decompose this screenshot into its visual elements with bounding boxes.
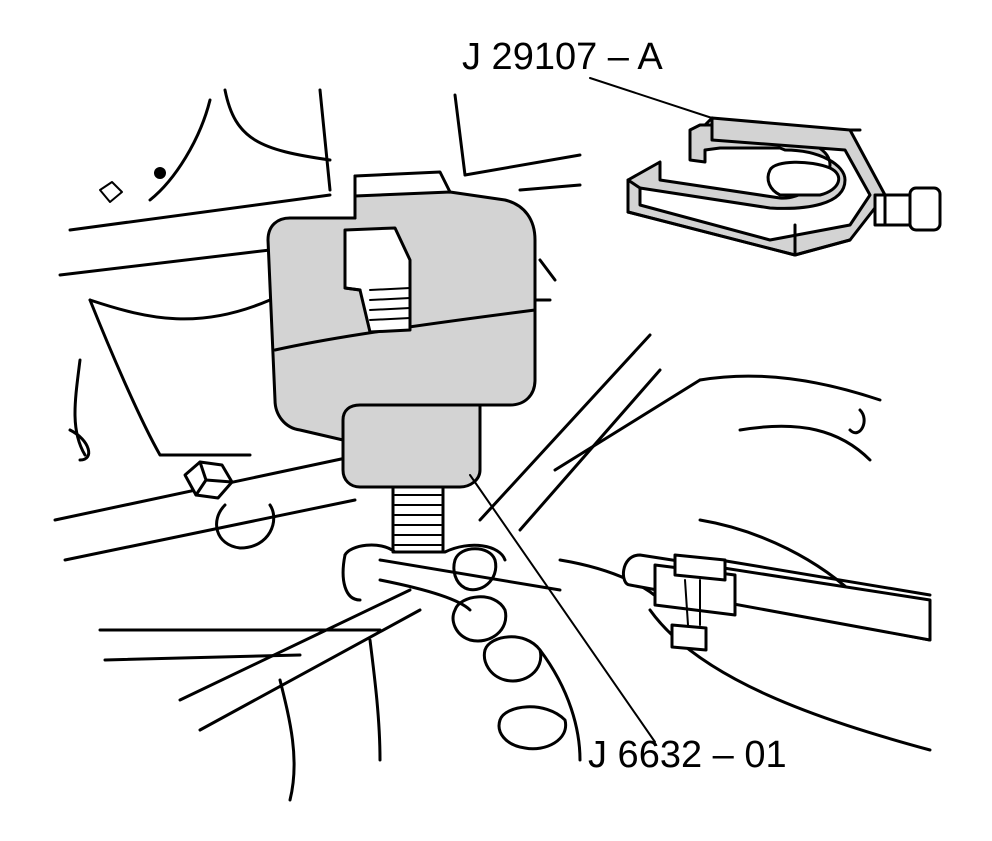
control-arm [53, 333, 932, 762]
separator-tool-j29107 [626, 116, 942, 257]
suspension-frame [58, 88, 582, 462]
callout-j6632: J 6632 – 01 [588, 734, 787, 776]
leader-lines [469, 77, 713, 743]
bolt-dot [154, 167, 166, 179]
tie-rod [621, 553, 932, 652]
callout-j29107: J 29107 – A [462, 36, 663, 78]
ball-joint [278, 480, 568, 802]
control-arm-bolt [183, 460, 276, 550]
puller-tool-j6632 [266, 170, 537, 489]
